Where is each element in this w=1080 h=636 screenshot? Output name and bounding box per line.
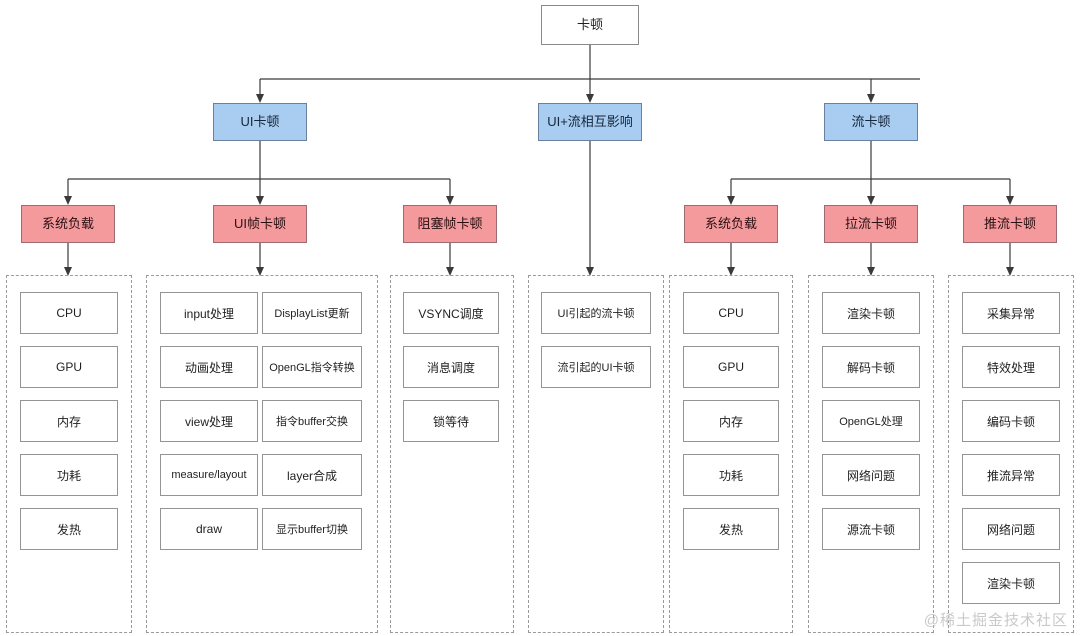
leaf-box[interactable]: 特效处理 — [962, 346, 1060, 388]
root-node-katon[interactable]: 卡顿 — [541, 5, 639, 45]
leaf-box[interactable]: 发热 — [20, 508, 118, 550]
leaf-box[interactable]: GPU — [683, 346, 779, 388]
level3-node-5[interactable]: 推流卡顿 — [963, 205, 1057, 243]
leaf-box[interactable]: 内存 — [683, 400, 779, 442]
leaf-box[interactable]: 推流异常 — [962, 454, 1060, 496]
leaf-box[interactable]: 渲染卡顿 — [962, 562, 1060, 604]
group-container-push-stream-stall — [948, 275, 1074, 633]
leaf-box[interactable]: 编码卡顿 — [962, 400, 1060, 442]
arrowhead-icon — [1006, 196, 1014, 205]
group-container-system-load-ui — [6, 275, 132, 633]
arrowhead-icon — [867, 196, 875, 205]
leaf-box[interactable]: UI引起的流卡顿 — [541, 292, 651, 334]
leaf-box[interactable]: 显示buffer切换 — [262, 508, 362, 550]
leaf-box[interactable]: 指令buffer交换 — [262, 400, 362, 442]
group-container-system-load-stream — [669, 275, 793, 633]
leaf-box[interactable]: 网络问题 — [822, 454, 920, 496]
leaf-box[interactable]: layer合成 — [262, 454, 362, 496]
level2-node-2[interactable]: 流卡顿 — [824, 103, 918, 141]
level3-node-2[interactable]: 阻塞帧卡顿 — [403, 205, 497, 243]
leaf-box[interactable]: 网络问题 — [962, 508, 1060, 550]
arrowhead-icon — [446, 196, 454, 205]
leaf-box[interactable]: CPU — [20, 292, 118, 334]
leaf-box[interactable]: 源流卡顿 — [822, 508, 920, 550]
leaf-box[interactable]: 动画处理 — [160, 346, 258, 388]
leaf-box[interactable]: DisplayList更新 — [262, 292, 362, 334]
arrowhead-icon — [64, 196, 72, 205]
level3-node-4[interactable]: 拉流卡顿 — [824, 205, 918, 243]
leaf-box[interactable]: 发热 — [683, 508, 779, 550]
group-container-block-frame-stall — [390, 275, 514, 633]
arrowhead-icon — [256, 94, 264, 103]
leaf-box[interactable]: 功耗 — [20, 454, 118, 496]
leaf-box[interactable]: 采集异常 — [962, 292, 1060, 334]
group-container-ui-frame-stall — [146, 275, 378, 633]
leaf-box[interactable]: 消息调度 — [403, 346, 499, 388]
leaf-box[interactable]: 渲染卡顿 — [822, 292, 920, 334]
level2-node-1[interactable]: UI+流相互影响 — [538, 103, 642, 141]
level3-node-0[interactable]: 系统负载 — [21, 205, 115, 243]
leaf-box[interactable]: GPU — [20, 346, 118, 388]
leaf-box[interactable]: view处理 — [160, 400, 258, 442]
leaf-box[interactable]: 内存 — [20, 400, 118, 442]
level2-node-0[interactable]: UI卡顿 — [213, 103, 307, 141]
leaf-box[interactable]: 流引起的UI卡顿 — [541, 346, 651, 388]
leaf-box[interactable]: VSYNC调度 — [403, 292, 499, 334]
arrowhead-icon — [256, 196, 264, 205]
watermark: @稀土掘金技术社区 — [923, 612, 1068, 629]
leaf-box[interactable]: OpenGL处理 — [822, 400, 920, 442]
leaf-box[interactable]: CPU — [683, 292, 779, 334]
arrowhead-icon — [586, 94, 594, 103]
leaf-box[interactable]: OpenGL指令转换 — [262, 346, 362, 388]
leaf-box[interactable]: 解码卡顿 — [822, 346, 920, 388]
group-container-pull-stream-stall — [808, 275, 934, 633]
level3-node-3[interactable]: 系统负载 — [684, 205, 778, 243]
level3-node-1[interactable]: UI帧卡顿 — [213, 205, 307, 243]
leaf-box[interactable]: 锁等待 — [403, 400, 499, 442]
leaf-box[interactable]: measure/layout — [160, 454, 258, 496]
group-container-ui-stream-interaction — [528, 275, 664, 633]
leaf-box[interactable]: input处理 — [160, 292, 258, 334]
leaf-box[interactable]: draw — [160, 508, 258, 550]
arrowhead-icon — [867, 94, 875, 103]
arrowhead-icon — [727, 196, 735, 205]
leaf-box[interactable]: 功耗 — [683, 454, 779, 496]
